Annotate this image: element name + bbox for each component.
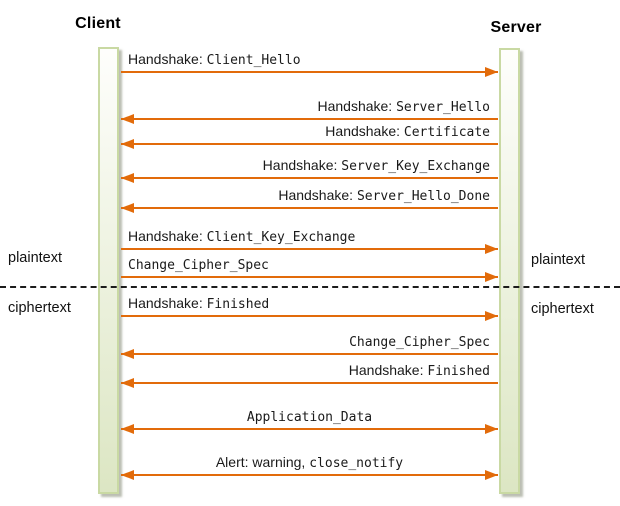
message-arrow-line	[121, 118, 498, 120]
message-arrow-line	[121, 143, 498, 145]
actor-server-label: Server	[490, 19, 542, 36]
message-arrow-line	[121, 474, 498, 476]
message-label: Handshake: Server_Key_Exchange	[121, 157, 498, 175]
message-row: Handshake: Server_Hello	[121, 97, 498, 124]
message-label-prefix: Handshake:	[262, 157, 342, 173]
arrowhead-left-icon	[121, 378, 134, 388]
server-lifeline-bar	[499, 48, 520, 494]
arrowhead-left-icon	[121, 349, 134, 359]
message-row: Handshake: Client_Key_Exchange	[121, 227, 498, 254]
message-label-prefix: Handshake:	[348, 362, 428, 378]
message-label-name: Application_Data	[246, 410, 373, 425]
message-label: Application_Data	[121, 408, 498, 426]
message-arrow-line	[121, 428, 498, 430]
plaintext-ciphertext-divider	[0, 286, 620, 288]
message-label-name: Change_Cipher_Spec	[128, 258, 269, 273]
message-label-name: Finished	[206, 297, 270, 312]
arrowhead-left-icon	[121, 203, 134, 213]
message-label: Handshake: Client_Hello	[121, 51, 498, 69]
arrowhead-left-icon	[121, 114, 134, 124]
message-label-prefix: Handshake:	[278, 187, 357, 203]
message-label: Handshake: Client_Key_Exchange	[121, 228, 498, 246]
message-label-prefix: Handshake:	[317, 98, 397, 114]
message-label-name: Client_Hello	[206, 53, 301, 68]
message-arrow-line	[121, 276, 498, 278]
message-arrow-line	[121, 353, 498, 355]
message-label-prefix: Handshake:	[325, 123, 404, 139]
actor-client-label: Client	[75, 15, 121, 32]
client-lifeline-bar	[98, 47, 119, 494]
message-row: Change_Cipher_Spec	[121, 332, 498, 359]
message-label-name: Server_Key_Exchange	[341, 159, 490, 174]
message-row: Handshake: Server_Hello_Done	[121, 186, 498, 213]
arrowhead-left-icon	[121, 470, 134, 480]
zone-label-plaintext-right: plaintext	[531, 252, 586, 268]
message-arrow-line	[121, 71, 498, 73]
message-row: Handshake: Finished	[121, 361, 498, 388]
message-label: Handshake: Server_Hello_Done	[121, 187, 498, 205]
message-row: Handshake: Certificate	[121, 122, 498, 149]
message-label-prefix: Handshake:	[128, 228, 207, 244]
message-label-name: Server_Hello_Done	[356, 189, 490, 204]
arrowhead-right-icon	[485, 272, 498, 282]
arrowhead-left-icon	[121, 424, 134, 434]
arrowhead-right-icon	[485, 424, 498, 434]
message-label-name: Certificate	[403, 125, 490, 140]
message-label: Handshake: Server_Hello	[121, 98, 498, 116]
arrowhead-right-icon	[485, 311, 498, 321]
message-label-prefix: Alert: warning,	[215, 454, 310, 470]
message-label-name: Client_Key_Exchange	[206, 230, 356, 245]
arrowhead-left-icon	[121, 173, 134, 183]
message-row: Application_Data	[121, 407, 498, 434]
zone-label-ciphertext-right: ciphertext	[531, 301, 594, 317]
message-arrow-line	[121, 177, 498, 179]
message-label-name: close_notify	[309, 456, 404, 471]
message-arrow-line	[121, 382, 498, 384]
message-label-name: Finished	[427, 364, 490, 379]
message-row: Handshake: Server_Key_Exchange	[121, 156, 498, 183]
message-row: Handshake: Finished	[121, 294, 498, 321]
message-label: Change_Cipher_Spec	[121, 256, 498, 274]
message-label: Alert: warning, close_notify	[121, 454, 498, 472]
message-row: Alert: warning, close_notify	[121, 453, 498, 480]
zone-label-plaintext-left: plaintext	[8, 250, 63, 266]
message-label-name: Change_Cipher_Spec	[349, 335, 490, 350]
message-row: Handshake: Client_Hello	[121, 50, 498, 77]
message-label: Change_Cipher_Spec	[121, 333, 498, 351]
zone-label-ciphertext-left: ciphertext	[8, 300, 71, 316]
message-label: Handshake: Certificate	[121, 123, 498, 141]
message-arrow-line	[121, 315, 498, 317]
arrowhead-left-icon	[121, 139, 134, 149]
message-label: Handshake: Finished	[121, 362, 498, 380]
message-label-prefix: Handshake:	[128, 51, 207, 67]
arrowhead-right-icon	[485, 470, 498, 480]
message-row: Change_Cipher_Spec	[121, 255, 498, 282]
message-arrow-line	[121, 207, 498, 209]
message-label: Handshake: Finished	[121, 295, 498, 313]
arrowhead-right-icon	[485, 244, 498, 254]
message-label-prefix: Handshake:	[128, 295, 207, 311]
arrowhead-right-icon	[485, 67, 498, 77]
message-label-name: Server_Hello	[396, 100, 490, 115]
message-arrow-line	[121, 248, 498, 250]
